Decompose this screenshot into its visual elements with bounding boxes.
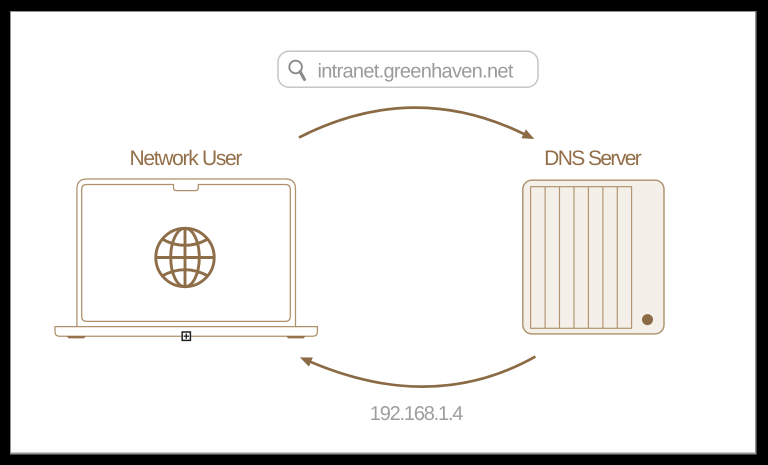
svg-text:DNS Server: DNS Server [544,147,642,170]
svg-text:intranet.greenhaven.net: intranet.greenhaven.net [318,61,514,83]
svg-text:192.168.1.4: 192.168.1.4 [370,403,464,425]
svg-text:Network User: Network User [130,147,243,170]
